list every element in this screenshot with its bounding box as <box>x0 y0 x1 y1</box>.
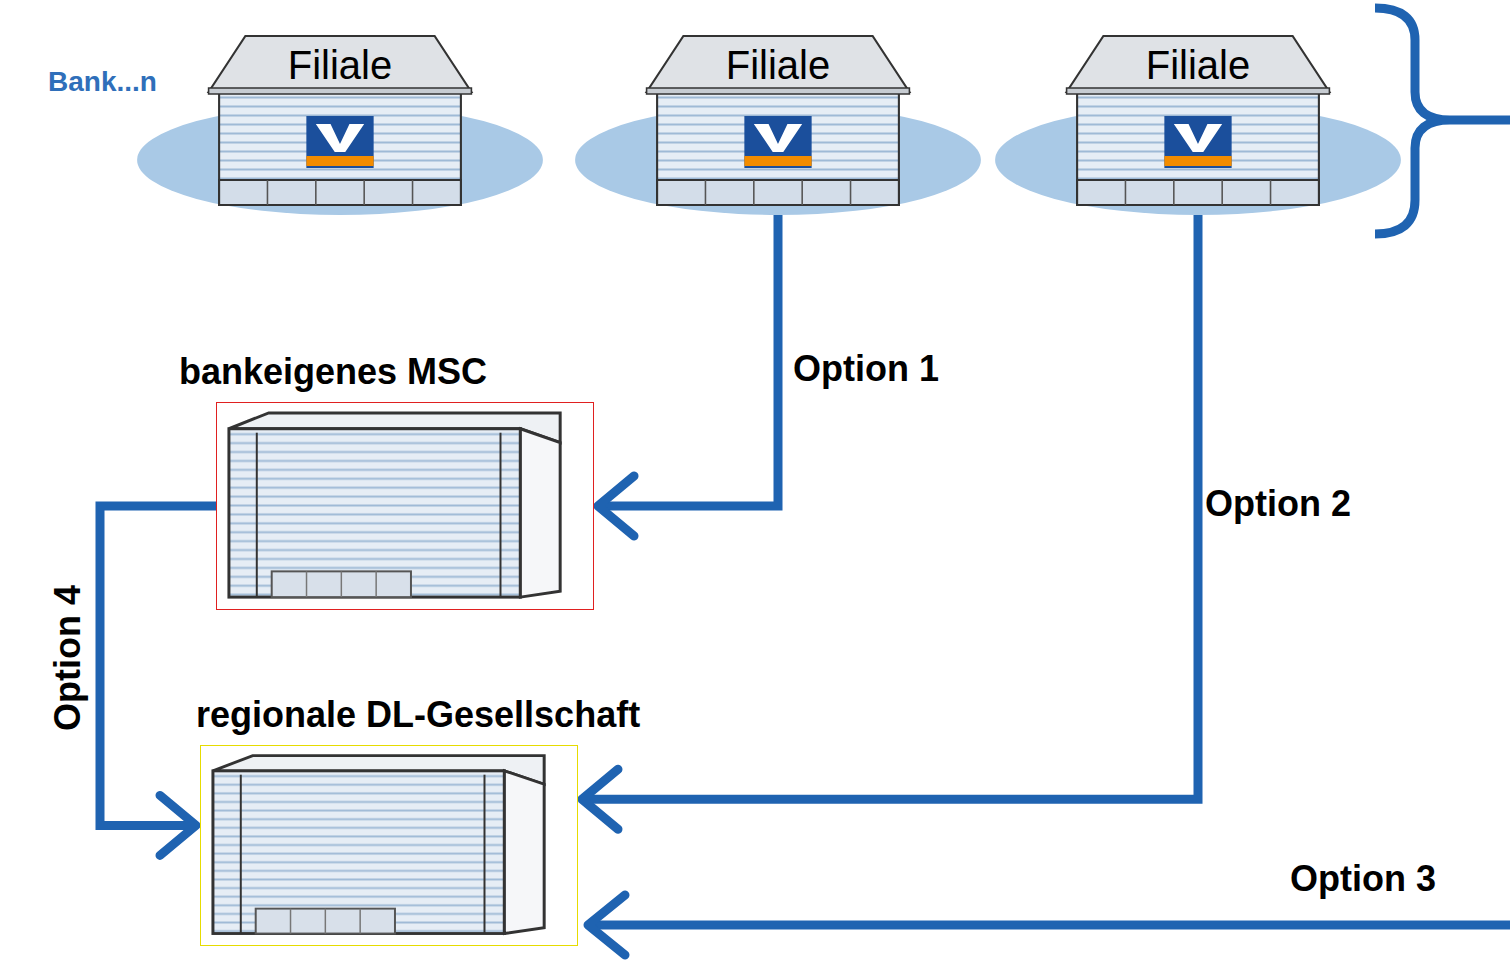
arrow-head <box>598 476 634 536</box>
arrow-head <box>160 795 196 855</box>
branch-label: Filiale <box>993 42 1403 88</box>
option-label: Option 2 <box>1205 483 1351 525</box>
flow-arrow <box>100 506 216 855</box>
branch-label: Filiale <box>573 42 983 88</box>
building-heading: regionale DL-Gesellschaft <box>196 694 640 736</box>
option-label: Option 3 <box>1290 858 1436 900</box>
branch-building: Filiale <box>135 30 545 215</box>
office-illustration <box>201 746 577 945</box>
flow-arrow <box>598 215 778 536</box>
building-heading: bankeigenes MSC <box>179 351 487 393</box>
service-building: bankeigenes MSC <box>216 402 594 610</box>
office-illustration <box>217 403 593 609</box>
connector-line <box>582 215 1198 799</box>
connector-line <box>598 215 778 506</box>
option-3-line <box>588 921 1510 930</box>
option-label: Option 1 <box>793 348 939 390</box>
option-label: Option 4 <box>47 585 89 731</box>
arrow-head <box>582 769 618 829</box>
branch-building: Filiale <box>573 30 983 215</box>
bank-label: Bank...n <box>48 66 157 98</box>
connector-line <box>100 506 216 825</box>
arrow-head <box>588 895 625 955</box>
group-brace <box>1375 8 1510 234</box>
flow-arrow <box>582 215 1198 829</box>
branch-label: Filiale <box>135 42 545 88</box>
branch-building: Filiale <box>993 30 1403 215</box>
service-building: regionale DL-Gesellschaft <box>200 745 578 946</box>
